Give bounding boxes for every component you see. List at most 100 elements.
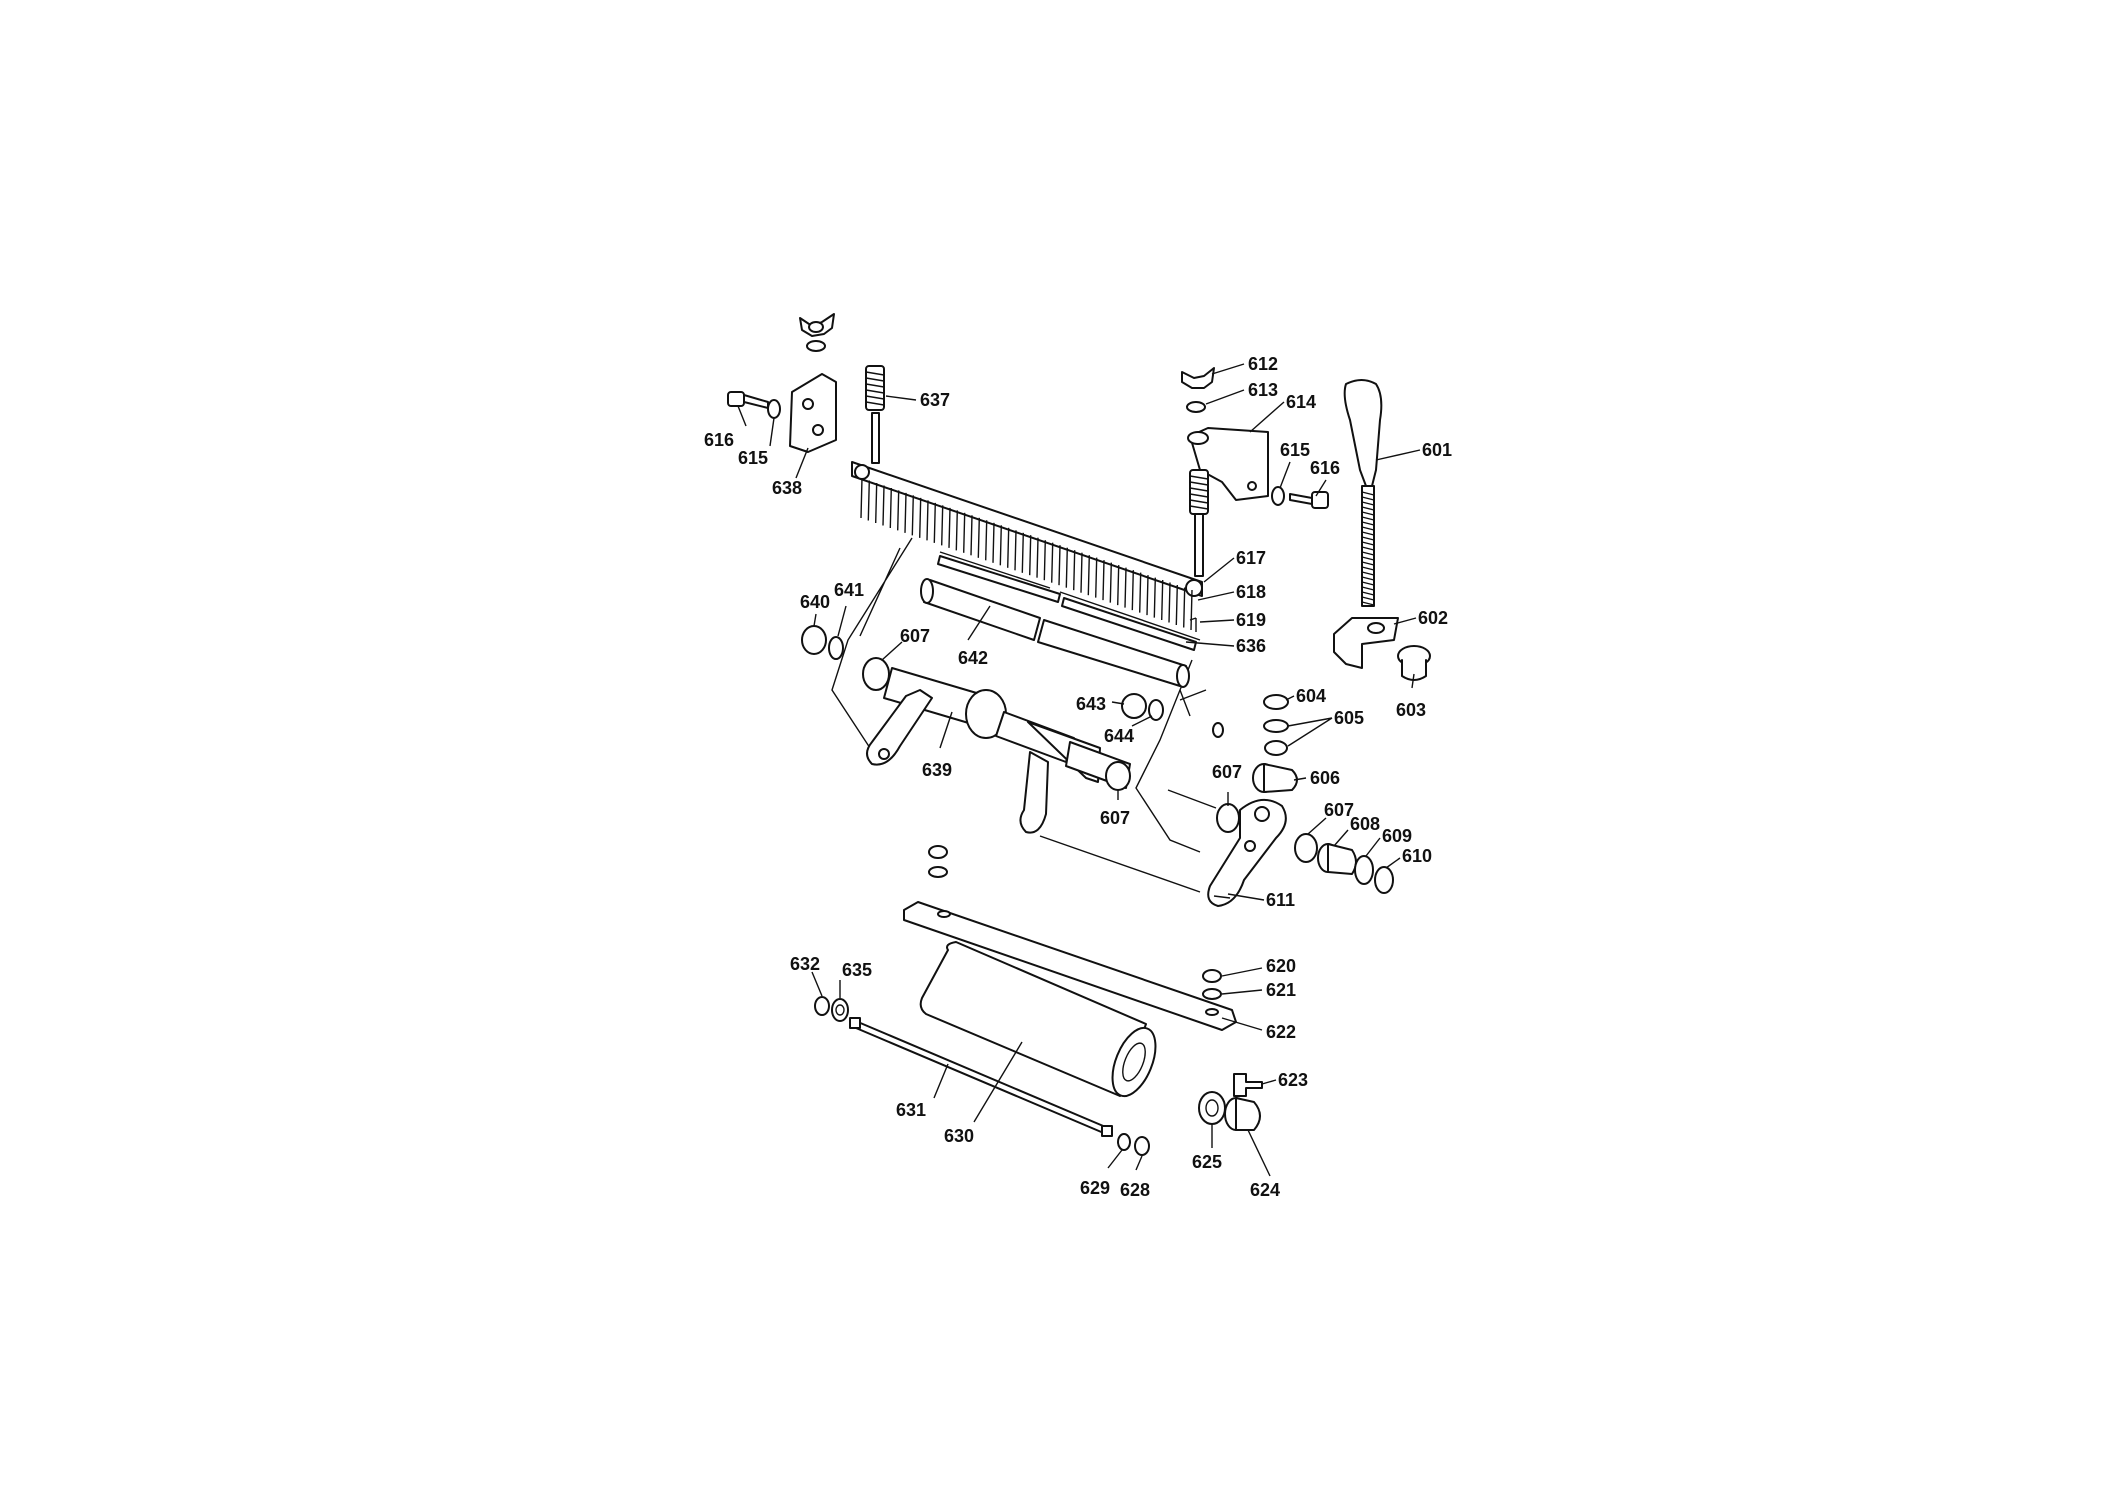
callout-623: 623	[1278, 1070, 1308, 1090]
grease-nipple-623	[1233, 1073, 1263, 1097]
frame-right-side	[1135, 659, 1207, 853]
bracket-638	[789, 373, 837, 453]
callout-621: 621	[1266, 980, 1296, 1000]
callout-619: 619	[1236, 610, 1266, 630]
washer-upper-left	[928, 866, 948, 878]
callout-610: 610	[1402, 846, 1432, 866]
callout-612: 612	[1248, 354, 1278, 374]
bush-607-center	[1105, 761, 1131, 791]
callout-613: 613	[1248, 380, 1278, 400]
callout-labels: 612 613 614 601 615 616 637 616 615 638 …	[704, 354, 1452, 1200]
spring-637	[865, 365, 885, 464]
spring-right	[1189, 469, 1209, 577]
rod-upper	[937, 555, 1061, 603]
bearing-635	[831, 998, 849, 1022]
callout-636: 636	[1236, 636, 1266, 656]
callout-614: 614	[1286, 392, 1316, 412]
callout-601: 601	[1422, 440, 1452, 460]
washer-left-top	[806, 340, 826, 352]
callout-628: 628	[1120, 1180, 1150, 1200]
callout-616-left: 616	[704, 430, 734, 450]
callout-642: 642	[958, 648, 988, 668]
bush-606	[1252, 763, 1298, 793]
callout-606: 606	[1310, 768, 1340, 788]
washer-610	[1374, 866, 1394, 894]
callout-616-right: 616	[1310, 458, 1340, 478]
washer-615-right	[1271, 486, 1285, 506]
shaft-639	[862, 657, 1131, 834]
wing-nut-612	[1181, 367, 1215, 389]
callout-632: 632	[790, 954, 820, 974]
callout-639: 639	[922, 760, 952, 780]
callout-640: 640	[800, 592, 830, 612]
callout-631: 631	[896, 1100, 926, 1120]
callout-643: 643	[1076, 694, 1106, 714]
callout-635: 635	[842, 960, 872, 980]
washer-629	[1117, 1133, 1131, 1151]
bush-640	[801, 625, 827, 655]
frame-inner-line	[939, 551, 1201, 717]
bush-643	[1121, 693, 1147, 719]
callout-615-right: 615	[1280, 440, 1310, 460]
bush-607-right	[1294, 833, 1318, 863]
nut-604	[1263, 694, 1289, 710]
callout-605: 605	[1334, 708, 1364, 728]
bearing-625	[1198, 1091, 1226, 1125]
nut-620	[1202, 969, 1222, 983]
callout-609: 609	[1382, 826, 1412, 846]
washer-605a	[1263, 719, 1289, 733]
bush-608	[1317, 843, 1357, 875]
callout-618: 618	[1236, 582, 1266, 602]
spindle-631	[849, 1017, 1113, 1137]
bolt-616-right	[1289, 491, 1329, 509]
callout-617: 617	[1236, 548, 1266, 568]
callout-607-b: 607	[1212, 762, 1242, 782]
bracket-602	[1333, 617, 1399, 669]
nut-632	[814, 996, 830, 1016]
pin-619	[1189, 617, 1197, 632]
nut-upper-left	[928, 845, 948, 859]
pin-small	[1212, 722, 1224, 738]
washer-615-left	[767, 399, 781, 419]
callout-607-d: 607	[1324, 800, 1354, 820]
link-rod	[1039, 835, 1201, 893]
callout-615-left: 615	[738, 448, 768, 468]
callout-603: 603	[1396, 700, 1426, 720]
plug-603	[1397, 645, 1431, 681]
callout-644: 644	[1104, 726, 1134, 746]
callout-602: 602	[1418, 608, 1448, 628]
callout-607-a: 607	[900, 626, 930, 646]
callout-608: 608	[1350, 814, 1380, 834]
washer-621	[1202, 988, 1222, 1000]
ring-644	[1148, 699, 1164, 721]
rod-upper-2	[1061, 597, 1197, 651]
handle-601	[1343, 379, 1383, 607]
washer-605b	[1264, 740, 1288, 756]
callout-638: 638	[772, 478, 802, 498]
brush-bar-assembly	[851, 461, 1203, 631]
washer-609	[1354, 855, 1374, 885]
callout-604: 604	[1296, 686, 1326, 706]
roller-636	[1037, 619, 1190, 688]
wing-nut-left	[799, 313, 835, 337]
callout-607-c: 607	[1100, 808, 1130, 828]
callout-637: 637	[920, 390, 950, 410]
callout-611: 611	[1266, 890, 1295, 910]
bolt-616-left	[727, 391, 769, 409]
nut-628	[1134, 1136, 1150, 1156]
callout-620: 620	[1266, 956, 1296, 976]
roller-642	[920, 578, 1041, 641]
washer-613	[1186, 401, 1206, 413]
callout-625: 625	[1192, 1152, 1222, 1172]
callout-630: 630	[944, 1126, 974, 1146]
housing-624	[1224, 1097, 1261, 1131]
callout-624: 624	[1250, 1180, 1280, 1200]
callout-641: 641	[834, 580, 864, 600]
leader-lines	[737, 363, 1421, 1177]
callout-629: 629	[1080, 1178, 1110, 1198]
lever-611	[1167, 789, 1287, 907]
roller-630	[919, 941, 1157, 1098]
callout-622: 622	[1266, 1022, 1296, 1042]
ring-641	[828, 636, 844, 660]
